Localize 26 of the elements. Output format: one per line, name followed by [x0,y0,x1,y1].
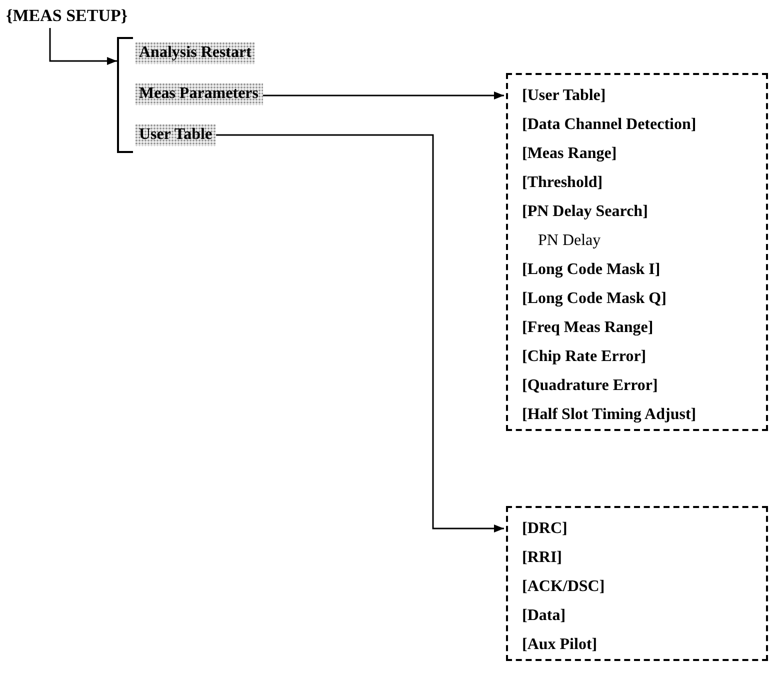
arrow [216,134,504,532]
option-text: [Half Slot Timing Adjust] [522,405,698,425]
option-text: [Threshold] [522,173,604,193]
option-text: [Aux Pilot] [522,635,598,655]
arrow [49,28,117,65]
option-text: [ACK/DSC] [522,577,606,597]
option-text: [User Table] [522,86,607,106]
menu-title: {MEAS SETUP} [6,6,128,26]
option-text: [Quadrature Error] [522,376,659,396]
submenu-panel [506,506,768,661]
option-text: [PN Delay Search] [522,202,649,222]
menu-item: Meas Parameters [135,83,262,105]
sub-option-text: PN Delay [537,231,602,251]
option-text: [Freq Meas Range] [522,318,654,338]
option-text: [Data] [522,606,567,626]
option-text: [RRI] [522,548,563,568]
option-text: [DRC] [522,519,568,539]
arrow [262,92,504,100]
menu-item: User Table [135,124,216,146]
option-text: [Long Code Mask I] [522,260,662,280]
option-text: [Data Channel Detection] [522,115,698,135]
option-text: [Chip Rate Error] [522,347,648,367]
option-text: [Long Code Mask Q] [522,289,668,309]
option-text: [Meas Range] [522,144,618,164]
submenu-panel [506,73,768,431]
menu-item: Analysis Restart [135,42,256,64]
